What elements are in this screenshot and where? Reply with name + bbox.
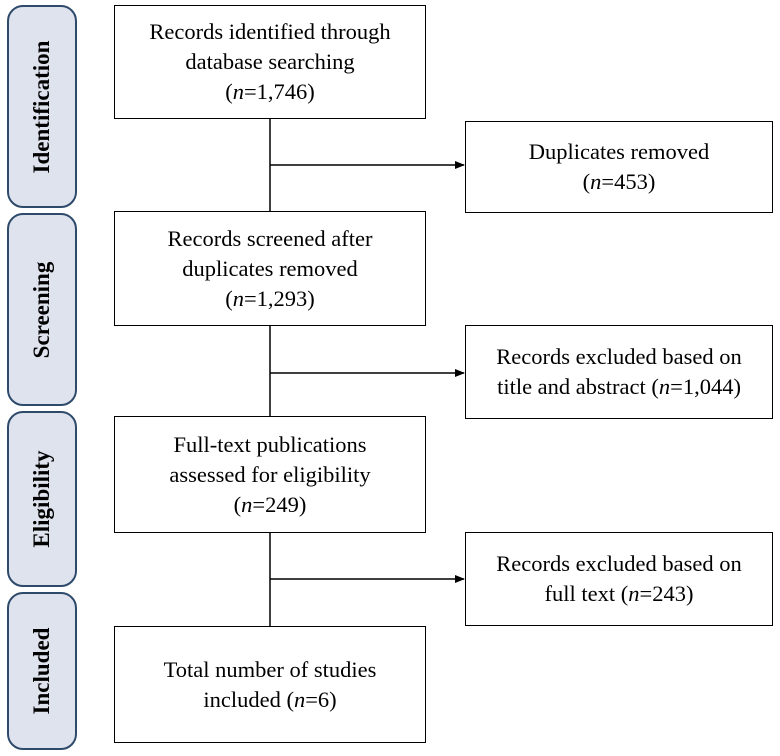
box-text-line: Records excluded based on <box>496 551 742 576</box>
count-line: (n=249) <box>233 491 307 517</box>
box-text-line: Records screened after <box>167 225 373 251</box>
box-records-screened: Records screened after duplicates remove… <box>114 211 426 326</box>
count-line: title and abstract (n=1,044) <box>497 374 741 399</box>
box-excluded-title-abstract: Records excluded based on title and abst… <box>465 325 773 419</box>
stage-included: Included <box>7 592 77 750</box>
box-text-line: assessed for eligibility <box>169 461 371 487</box>
box-fulltext-assessed: Full-text publications assessed for elig… <box>114 416 426 533</box>
stage-identification: Identification <box>7 5 77 208</box>
box-text-line: Records identified through <box>149 19 391 44</box>
box-text-line: duplicates removed <box>182 255 358 281</box>
count-line: included (n=6) <box>203 686 337 712</box>
stage-eligibility: Eligibility <box>7 411 77 587</box>
count-line: (n=1,293) <box>225 285 315 311</box>
box-records-identified: Records identified through database sear… <box>114 5 426 119</box>
box-studies-included: Total number of studies included (n=6) <box>114 626 426 743</box>
stage-screening: Screening <box>7 213 77 406</box>
box-duplicates-removed: Duplicates removed (n=453) <box>465 121 773 213</box>
count-line: (n=1,746) <box>225 79 315 104</box>
box-text-line: Total number of studies <box>163 656 377 682</box>
count-line: (n=453) <box>582 169 656 194</box>
box-text-line: database searching <box>185 49 355 74</box>
count-line: full text (n=243) <box>544 581 694 606</box>
box-text-line: Duplicates removed <box>528 139 710 164</box>
box-text-line: Records excluded based on <box>496 344 742 369</box>
box-excluded-full-text: Records excluded based on full text (n=2… <box>465 532 773 626</box>
box-text-line: Full-text publications <box>173 431 367 457</box>
